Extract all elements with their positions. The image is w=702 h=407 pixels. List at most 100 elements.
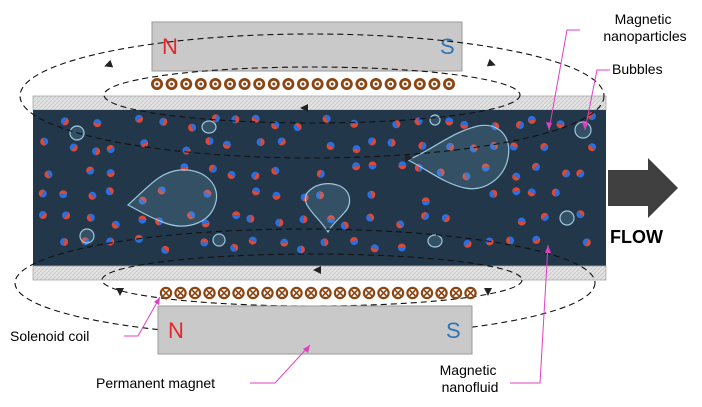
nanoparticle: [368, 161, 377, 170]
nanoparticle: [59, 190, 68, 199]
solenoid-coil-top: [151, 78, 455, 90]
nanoparticle: [463, 239, 472, 248]
coil-out-icon: [297, 78, 309, 90]
nanoparticle: [460, 120, 469, 129]
coil-out-icon: [443, 78, 455, 90]
coil-in-icon: [174, 286, 187, 300]
coil-out-icon: [370, 78, 382, 90]
nanoparticle: [232, 211, 241, 220]
nanoparticle: [556, 120, 565, 129]
nanoparticle: [489, 189, 498, 198]
bubble-small-6: [559, 210, 575, 226]
coil-in-icon: [391, 286, 405, 300]
nanoparticle: [576, 169, 585, 178]
nanoparticle: [200, 238, 209, 247]
bubble-small-5: [427, 234, 443, 248]
nanoparticle: [327, 215, 335, 224]
bubble-drop-left: [126, 169, 218, 227]
nanoparticle: [366, 213, 375, 222]
nanoparticle: [272, 191, 281, 200]
top-magnet-north-pole: N: [162, 34, 178, 59]
nanoparticle: [367, 190, 376, 199]
coil-out-icon: [311, 78, 324, 90]
nanoparticle: [138, 196, 147, 205]
coil-out-icon: [180, 78, 193, 90]
coil-in-icon: [159, 286, 173, 300]
nanoparticle: [445, 117, 454, 126]
bubble-drop-center: [304, 183, 351, 234]
flow-label: FLOW: [610, 227, 663, 247]
nanoparticle: [38, 211, 47, 219]
nanoparticle: [392, 120, 401, 129]
coil-in-icon: [348, 286, 361, 300]
coil-out-icon: [224, 78, 236, 90]
coil-in-icon: [203, 286, 216, 300]
bubble-small-3: [79, 228, 95, 244]
nanoparticle: [397, 243, 406, 252]
top-permanent-magnet: N S: [151, 21, 463, 72]
nanoparticle: [340, 221, 349, 230]
nanoparticle: [106, 169, 115, 178]
nanoparticle: [326, 141, 335, 150]
nanoparticle: [157, 186, 166, 195]
nanoparticle: [208, 164, 217, 173]
nanoparticle: [316, 191, 324, 200]
nanoparticle: [396, 220, 405, 229]
coil-in-icon: [290, 286, 303, 300]
coil-out-icon: [326, 78, 339, 90]
coil-in-icon: [261, 286, 274, 300]
nanoparticle: [251, 171, 260, 180]
nanoparticle: [248, 236, 257, 245]
bubble-small-4: [212, 233, 226, 247]
bubble-small-7: [574, 121, 592, 139]
nanoparticle: [88, 191, 97, 200]
nanoparticle: [44, 170, 53, 179]
coil-out-icon: [209, 78, 222, 90]
flow-arrow-icon: [608, 158, 678, 218]
nanoparticle: [436, 168, 445, 177]
nanoparticle: [60, 117, 69, 126]
nanoparticle: [540, 143, 549, 151]
coil-out-icon: [194, 78, 207, 90]
nanoparticle: [188, 123, 197, 132]
nanoparticle: [86, 213, 95, 222]
nanoparticle: [256, 138, 265, 147]
nanoparticle: [293, 123, 302, 132]
leader-lines: [124, 29, 610, 384]
nanoparticle: [421, 197, 430, 206]
nanoparticle: [485, 237, 494, 246]
nanoparticle: [62, 211, 71, 220]
bottom-magnet-north-pole: N: [168, 318, 184, 343]
nanoparticle: [350, 237, 359, 245]
nanoparticle: [462, 172, 471, 181]
coil-in-icon: [232, 286, 245, 300]
coil-in-icon: [319, 286, 332, 300]
coil-in-icon: [217, 286, 231, 300]
nanoparticle: [187, 211, 196, 220]
nanoparticle: [201, 219, 210, 228]
bottom-magnet-south-pole: S: [446, 318, 461, 343]
nanoparticle: [532, 162, 540, 171]
bubbles: [69, 114, 592, 248]
nanoparticle: [86, 166, 95, 175]
nanoparticle: [368, 137, 376, 146]
top-magnet-south-pole: S: [440, 34, 455, 59]
nanoparticle: [222, 140, 231, 149]
coil-in-icon: [304, 286, 318, 300]
coil-in-icon: [435, 286, 448, 300]
nanoparticle: [322, 114, 331, 123]
magnetic-nanoparticles-label: Magnetic nanoparticles: [603, 11, 686, 44]
nanoparticle: [203, 189, 212, 198]
nanoparticle: [532, 235, 541, 244]
nanoparticle: [106, 145, 115, 153]
nanoparticle: [551, 188, 560, 197]
nanoparticle: [352, 162, 361, 171]
coil-in-icon: [275, 286, 289, 300]
nanoparticle: [140, 139, 149, 148]
nanoparticle: [421, 212, 430, 220]
nanoparticle: [441, 214, 450, 223]
nanoparticle: [251, 114, 260, 123]
bubble-small-8: [429, 114, 441, 126]
nanoparticle: [370, 244, 379, 253]
